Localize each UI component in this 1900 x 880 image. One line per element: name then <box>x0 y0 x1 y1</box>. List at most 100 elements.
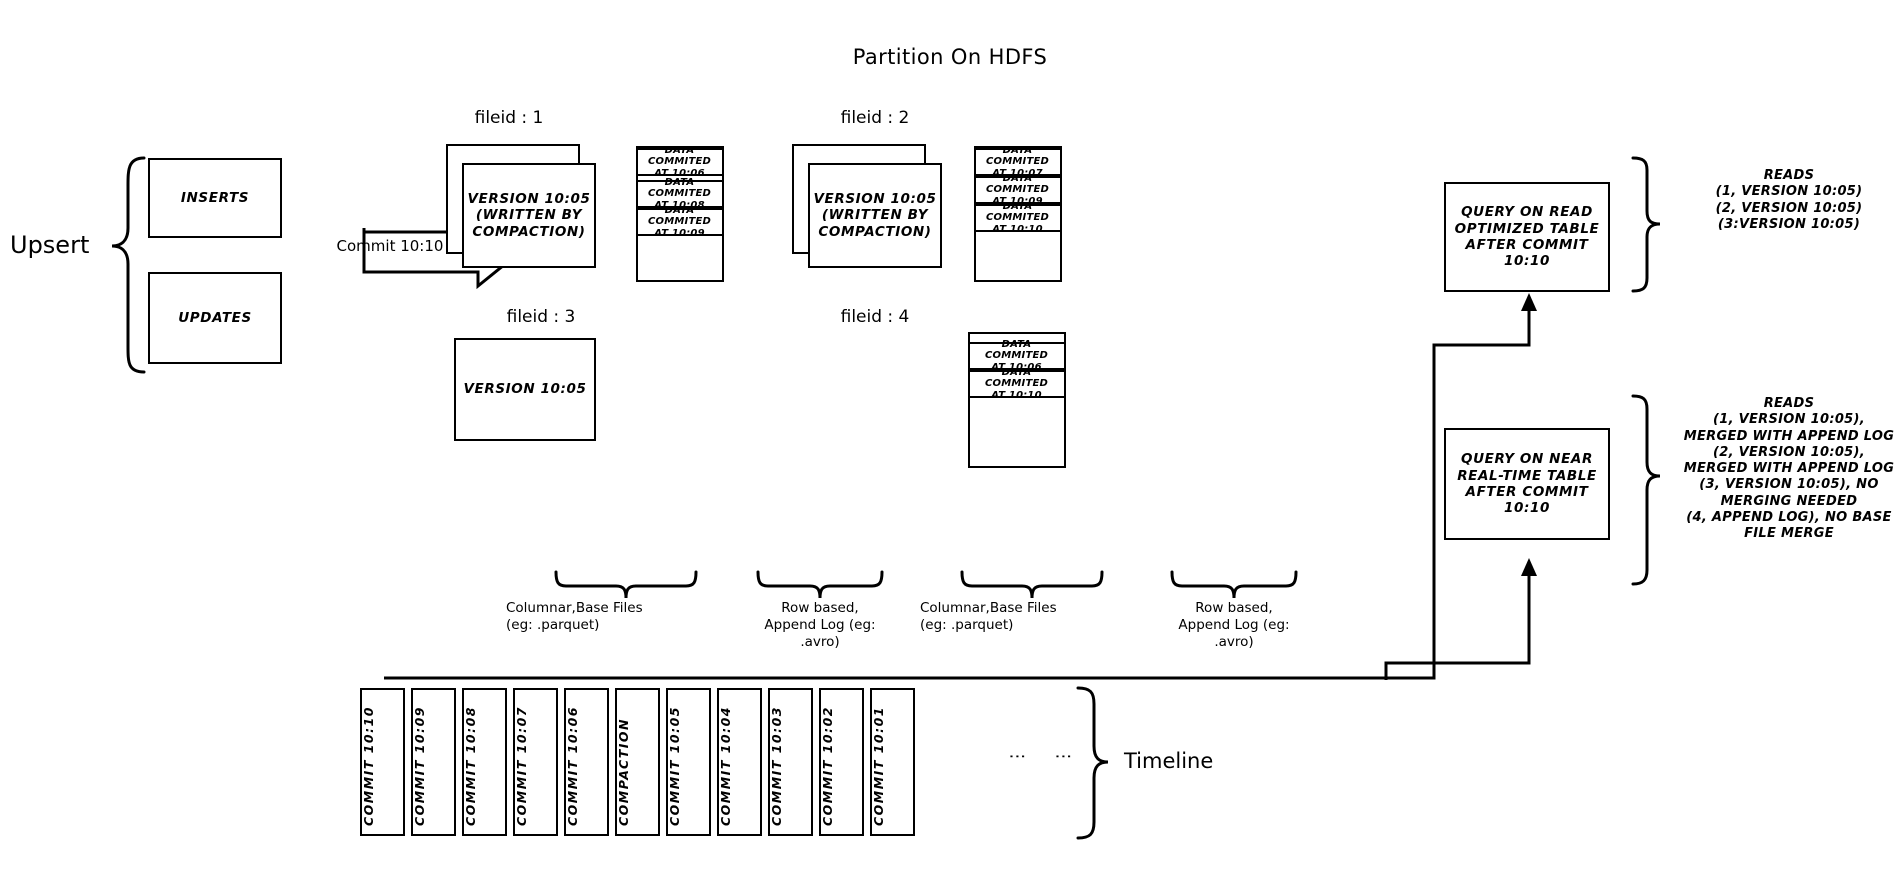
log-entry: DATA COMMITED AT 10:10 <box>967 367 1066 401</box>
timeline-cell[interactable]: COMMIT 10:10 <box>360 688 405 836</box>
fileid-3-base-file-label: VERSION 10:05 <box>463 381 586 397</box>
timeline-cell-label: COMMIT 10:01 <box>870 706 886 826</box>
timeline-cell-label: COMPACTION <box>615 718 631 826</box>
inserts-label: INSERTS <box>180 189 250 206</box>
timeline-cell-compaction[interactable]: COMPACTION <box>615 688 660 836</box>
timeline-cell[interactable]: COMMIT 10:02 <box>819 688 864 836</box>
query-line: AFTER COMMIT <box>1465 484 1589 500</box>
caption-columnar-right: Columnar,Base Files (eg: .parquet) <box>920 600 1160 634</box>
fileid-1-label: fileid : 1 <box>474 108 544 128</box>
fileid-2-label: fileid : 2 <box>840 108 910 128</box>
base-line: VERSION 10:05 <box>463 381 587 398</box>
query-read-optimized-label: QUERY ON READ OPTIMIZED TABLE AFTER COMM… <box>1455 204 1600 270</box>
reads-line: FILE MERGE <box>1744 526 1834 541</box>
reads-near-real-time: READS (1, VERSION 10:05), MERGED WITH AP… <box>1662 396 1900 542</box>
log-entry-line: DATA COMMITED AT 10:06 <box>647 144 712 179</box>
timeline-cell-label: COMMIT 10:09 <box>411 706 427 826</box>
caption-line: Append Log (eg: <box>764 616 876 633</box>
updates-box: UPDATES <box>148 272 282 364</box>
base-line: COMPACTION) <box>818 223 932 240</box>
caption-line: .avro) <box>800 633 840 650</box>
reads-line: MERGED WITH APPEND LOG <box>1683 428 1895 444</box>
timeline-cell-label: COMMIT 10:10 <box>360 706 376 826</box>
caption-line: Columnar,Base Files <box>506 600 643 616</box>
caption-line: .avro) <box>1214 633 1254 650</box>
base-line: (WRITTEN BY <box>475 207 583 224</box>
timeline-cell[interactable]: COMMIT 10:04 <box>717 688 762 836</box>
timeline-label: Timeline <box>1124 749 1214 773</box>
caption-line: Row based, <box>781 600 859 616</box>
log-entry: DATA COMMITED AT 10:07 <box>973 145 1062 179</box>
page-title: Partition On HDFS <box>852 45 1048 69</box>
timeline-cell[interactable]: COMMIT 10:06 <box>564 688 609 836</box>
caption-rowlog-right: Row based, Append Log (eg: .avro) <box>1154 600 1314 651</box>
log-entry: DATA COMMITED AT 10:09 <box>635 205 724 239</box>
base-line: VERSION 10:05 <box>813 190 937 207</box>
fileid-2-base-file: VERSION 10:05 (WRITTEN BY COMPACTION) <box>808 163 942 268</box>
reads-line: (2, VERSION 10:05) <box>1715 200 1863 216</box>
query-line: AFTER COMMIT <box>1465 237 1589 253</box>
fileid-2-base-file-label: VERSION 10:05 (WRITTEN BY COMPACTION) <box>813 191 936 240</box>
timeline-cell-label: COMMIT 10:07 <box>513 706 529 826</box>
log-entry: DATA COMMITED AT 10:08 <box>635 177 724 211</box>
base-line: COMPACTION) <box>472 223 586 240</box>
timeline-cell-label: COMMIT 10:06 <box>564 706 580 826</box>
query-near-real-time-label: QUERY ON NEAR REAL-TIME TABLE AFTER COMM… <box>1457 451 1597 517</box>
fileid-2-log-file: DATA COMMITED AT 10:07 DATA COMMITED AT … <box>973 145 1062 282</box>
upsert-label: Upsert <box>10 231 90 259</box>
reads-line: MERGING NEEDED <box>1720 493 1858 509</box>
reads-line: (3, VERSION 10:05), NO <box>1699 477 1879 493</box>
timeline-cell-label: COMMIT 10:05 <box>666 706 682 826</box>
fileid-3-label: fileid : 3 <box>506 307 576 327</box>
base-line: VERSION 10:05 <box>467 190 591 207</box>
reads-line: READS <box>1763 168 1815 183</box>
log-entry-line: DATA COMMITED AT 10:10 <box>985 200 1050 235</box>
query-line: REAL-TIME TABLE <box>1457 467 1597 484</box>
updates-label: UPDATES <box>178 309 252 326</box>
fileid-1-base-file: VERSION 10:05 (WRITTEN BY COMPACTION) <box>462 163 596 268</box>
caption-line: (eg: .parquet) <box>920 616 1014 633</box>
timeline-cell[interactable]: COMMIT 10:05 <box>666 688 711 836</box>
timeline-cell[interactable]: COMMIT 10:08 <box>462 688 507 836</box>
log-entry-line: DATA COMMITED AT 10:09 <box>647 204 712 239</box>
log-entry-line: DATA COMMITED AT 10:09 <box>985 172 1050 207</box>
query-line: 10:10 <box>1504 253 1550 270</box>
timeline-cell[interactable]: COMMIT 10:07 <box>513 688 558 836</box>
caption-line: (eg: .parquet) <box>506 616 600 633</box>
timeline-ellipsis: ⋮ <box>1053 748 1073 765</box>
caption-line: Columnar,Base Files <box>920 600 1057 616</box>
query-near-real-time-box[interactable]: QUERY ON NEAR REAL-TIME TABLE AFTER COMM… <box>1444 428 1610 540</box>
reads-line: MERGED WITH APPEND LOG <box>1683 461 1895 476</box>
log-entry-line: DATA COMMITED AT 10:08 <box>647 176 712 211</box>
timeline-cell-label: COMMIT 10:02 <box>819 706 835 826</box>
log-entry: DATA COMMITED AT 10:09 <box>973 173 1062 207</box>
fileid-4-log-file: DATA COMMITED AT 10:06 DATA COMMITED AT … <box>967 332 1066 468</box>
query-read-optimized-box[interactable]: QUERY ON READ OPTIMIZED TABLE AFTER COMM… <box>1444 182 1610 292</box>
log-entry-line: DATA COMMITED AT 10:06 <box>984 338 1049 373</box>
fileid-1-base-file-label: VERSION 10:05 (WRITTEN BY COMPACTION) <box>467 191 590 240</box>
log-entry-line: DATA COMMITED AT 10:10 <box>984 366 1049 401</box>
timeline-cell[interactable]: COMMIT 10:01 <box>870 688 915 836</box>
commit-arrow-label: Commit 10:10 <box>336 237 444 255</box>
fileid-1-log-file: DATA COMMITED AT 10:06 DATA COMMITED AT … <box>635 145 724 282</box>
timeline-cell-label: COMMIT 10:08 <box>462 706 478 826</box>
timeline-cell[interactable]: COMMIT 10:03 <box>768 688 813 836</box>
timeline-ellipsis: ⋮ <box>1007 748 1027 765</box>
timeline-cell-label: COMMIT 10:04 <box>717 706 733 826</box>
caption-line: Append Log (eg: <box>1178 616 1290 633</box>
reads-line: (2, VERSION 10:05), <box>1712 444 1866 460</box>
log-entry: DATA COMMITED AT 10:06 <box>635 145 724 179</box>
reads-read-optimized: READS (1, VERSION 10:05) (2, VERSION 10:… <box>1664 168 1900 233</box>
log-entry: DATA COMMITED AT 10:06 <box>967 339 1066 373</box>
reads-line: (3:VERSION 10:05) <box>1717 216 1861 232</box>
fileid-4-label: fileid : 4 <box>840 307 910 327</box>
query-line: 10:10 <box>1504 500 1550 517</box>
base-line: (WRITTEN BY <box>821 207 929 224</box>
timeline-cell[interactable]: COMMIT 10:09 <box>411 688 456 836</box>
fileid-3-base-file: VERSION 10:05 <box>454 338 596 441</box>
caption-columnar-left: Columnar,Base Files (eg: .parquet) <box>506 600 746 634</box>
caption-rowlog-left: Row based, Append Log (eg: .avro) <box>740 600 900 651</box>
log-entry: DATA COMMITED AT 10:10 <box>973 201 1062 235</box>
query-line: OPTIMIZED TABLE <box>1454 220 1600 237</box>
